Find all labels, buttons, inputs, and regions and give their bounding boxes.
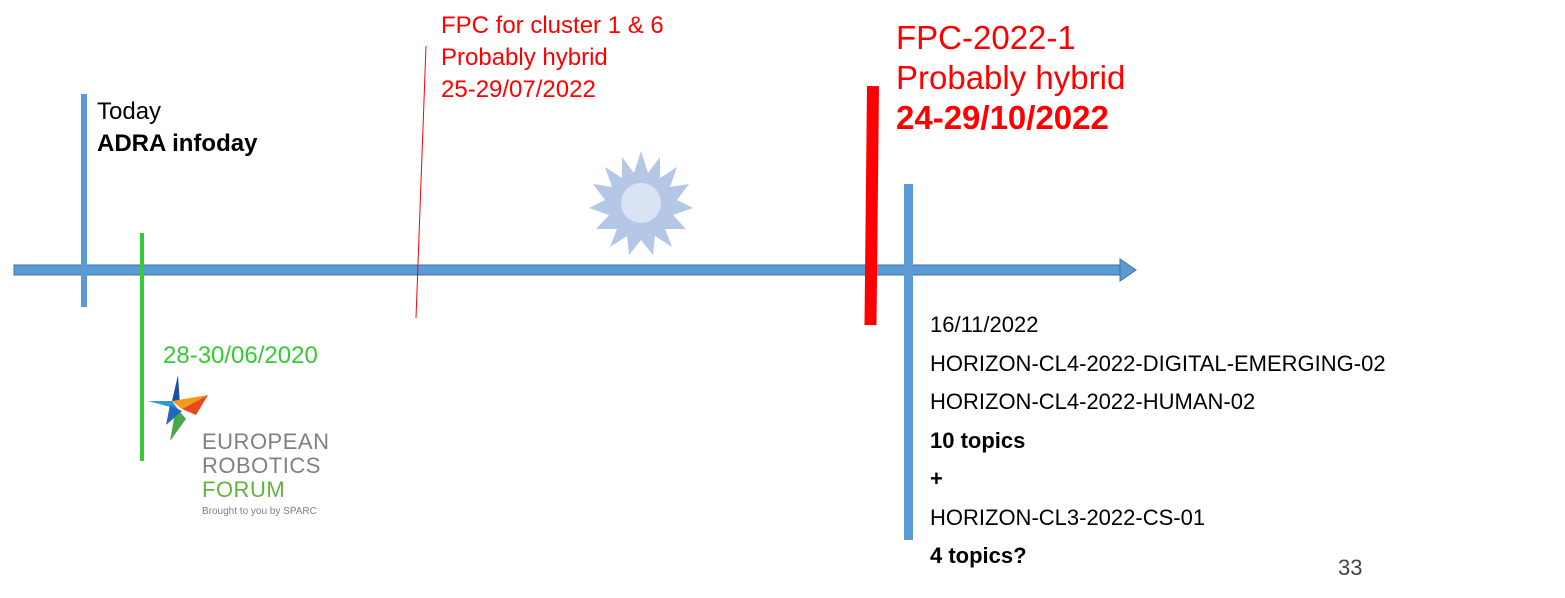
fpc-cluster-label-block: FPC for cluster 1 & 6 Probably hybrid 25… <box>441 10 664 106</box>
today-label-block: Today ADRA infoday <box>97 96 257 160</box>
erf-date: 28-30/06/2020 <box>163 342 318 369</box>
fpc-cluster-mode: Probably hybrid <box>441 44 608 71</box>
call-digital-emerging: HORIZON-CL4-2022-DIGITAL-EMERGING-02 <box>930 350 1386 376</box>
erf-star-icon <box>148 375 208 441</box>
deadline-marker <box>904 184 913 540</box>
erf-marker <box>140 233 144 461</box>
today-label: Today <box>97 98 162 125</box>
fpc-cluster-dates: 25-29/07/2022 <box>441 76 596 103</box>
today-marker <box>81 94 87 307</box>
fpc-2022-dates: 24-29/10/2022 <box>896 99 1109 136</box>
european-robotics-forum-logo: EUROPEAN ROBOTICS FORUM Brought to you b… <box>148 375 378 540</box>
fpc-2022-marker <box>864 86 879 326</box>
deadline-date: 16/11/2022 <box>930 312 1039 337</box>
today-event: ADRA infoday <box>97 130 258 157</box>
fpc-2022-mode: Probably hybrid <box>896 59 1126 96</box>
topics-count-1: 10 topics <box>930 427 1026 453</box>
plus-sign: + <box>930 466 943 491</box>
sun-icon <box>589 151 693 255</box>
erf-logo-line3: FORUM <box>202 477 286 502</box>
erf-logo-line1: EUROPEAN <box>202 429 330 454</box>
fpc-cluster-title: FPC for cluster 1 & 6 <box>441 12 664 39</box>
fpc-2022-title: FPC-2022-1 <box>896 19 1076 56</box>
deadline-label-block: 16/11/2022 HORIZON-CL4-2022-DIGITAL-EMER… <box>930 306 1386 576</box>
erf-logo-line2: ROBOTICS <box>202 453 321 478</box>
fpc-2022-label-block: FPC-2022-1 Probably hybrid 24-29/10/2022 <box>896 18 1125 138</box>
page-number: 33 <box>1338 555 1363 580</box>
topics-count-2: 4 topics? <box>930 543 1027 568</box>
timeline-arrow <box>13 258 1137 282</box>
call-human: HORIZON-CL4-2022-HUMAN-02 <box>930 389 1256 414</box>
call-cs: HORIZON-CL3-2022-CS-01 <box>930 504 1206 530</box>
fpc-cluster-marker <box>415 45 427 319</box>
erf-logo-tagline: Brought to you by SPARC <box>202 506 317 517</box>
